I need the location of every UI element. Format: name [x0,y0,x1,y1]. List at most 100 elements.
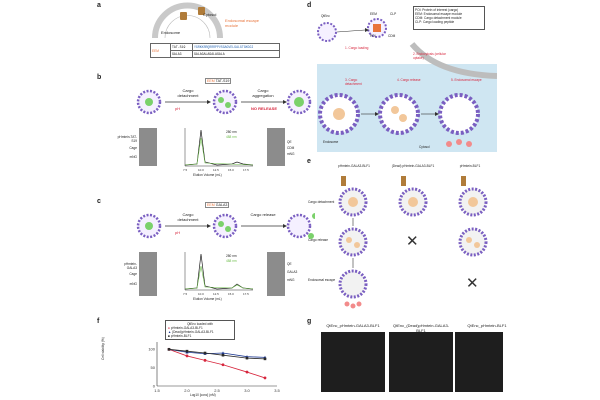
b-legend-1: 280 nm [226,130,237,134]
b-gel-left [139,128,157,166]
e-col-header-2: (Dead) pHmtein-GALA3-BLF1 [391,164,435,168]
d-legend-item: EEM: Endosomal escape module [415,12,463,16]
e-row-label-3: Endosomal escape [308,278,336,282]
endosome-diagram [152,2,223,39]
f-legend-item: ■ pHmtein-BLF1 [168,334,232,338]
c-legend-1: 280 nm [226,254,237,258]
svg-text:10.0: 10.0 [198,168,204,172]
svg-text:15.0: 15.0 [228,168,234,172]
c-gel-left [139,252,157,296]
b-gel-left-label-1: pHmtein-TAT-S19 [117,135,137,143]
e-fail-mark-2: ✕ [466,274,479,292]
f-data-point [263,357,267,361]
f-series-line [168,348,266,358]
e-col-header-3: pHmtein-BLF1 [459,164,481,168]
f-data-point [221,353,225,357]
f-xlabel: Log10 [conc] (nM) [190,393,216,397]
g-title-1: QtEnc_pHmtein-GALA3-BLF1 [326,323,380,328]
g-micrograph-2 [389,332,453,392]
d-step-1: 1. Cargo loading [345,46,369,50]
d-legend-box: POI: Protein of interest (cargo) EEM: En… [413,6,485,30]
f-x-tick-label: 3.0 [244,388,250,393]
c-gel-right-label-2: GALA3 [287,270,298,274]
f-data-point [221,363,225,367]
f-y-tick-label: 100 [148,347,155,352]
endosome-label: Endosome [161,30,181,35]
f-data-point [203,358,207,362]
f-legend-item: ▲ (Dead)pHmtein-GALA3-BLF1 [168,330,232,334]
panel-label-c: c [97,198,101,205]
c-cage-schematic [136,213,315,239]
d-qtenc-label: QtEnc [321,14,330,18]
c-gel-right [267,252,285,296]
e-row-label-1: Cargo detachment [308,200,335,204]
c-ph-label: pH [175,230,181,235]
f-data-point [221,351,225,355]
f-series-line [168,348,266,379]
d-cytosol-label: Cytosol [419,145,430,149]
c-xlabel: Elution Volume (mL) [193,297,222,301]
c-gel-left-label-1: pHmtein-GALA3 [124,262,137,270]
b-gel-right [267,128,285,166]
f-data-point [185,349,189,353]
b-xlabel: Elution Volume (mL) [193,173,222,177]
g-title-3: QtEnc_pHmtein-BLF1 [467,323,507,328]
svg-text:12.5: 12.5 [213,168,219,172]
d-eem-label: EEM [370,12,377,16]
b-legend-2: 488 nm [226,135,237,139]
b-gel-left-label-2: Cage [129,146,137,150]
b-gel-right-label-2: CDM [287,146,295,150]
d-step-4: 4. Cargo release [397,78,421,82]
b-gel-right-label-1: QE [287,140,292,144]
f-legend-label: (Dead)pHmtein-GALA3-BLF1 [172,330,214,334]
g-micrograph-3 [455,332,503,392]
e-col-header-1: pHmtein-GALA3-BLF1 [338,164,370,168]
b-no-release-label: NO RELEASE [251,106,278,111]
svg-text:7.5: 7.5 [183,168,188,172]
d-legend-item: CDM: Cargo detachment module [415,16,462,20]
figure: a Cytosol Endosome Endosomal escape modu… [95,0,507,400]
d-endosome-label: Endosome [323,140,339,144]
panel-label-b: b [97,74,102,81]
c-legend-2: 488 nm [226,259,237,263]
b-cage-schematic [136,89,312,115]
eem-sequence-table: EEM TAT-S19 YGRKKRRQRRRPPVSGAGVELGALGTGK… [150,43,280,58]
g-title-2: QtEnc_(Dead)pHmtein-GALA3-BLF1 [392,323,450,333]
c-eem-tag-rest: GALA3 [215,203,228,207]
f-data-point [203,351,207,355]
f-data-point [263,376,267,380]
f-data-point [167,348,171,351]
d-poi-label: POI [370,34,376,38]
d-step-3: 3. Cargo detachment [345,78,362,86]
f-data-point [245,370,249,374]
c-gel-left-label-2: Cage [129,272,137,276]
c-gel-right-label-1: QE [287,262,292,266]
f-legend-swatch: ● [168,326,170,330]
d-legend-item: POI: Protein of interest (cargo) [415,8,459,12]
f-x-tick-label: 3.5 [274,388,280,393]
f-data-point [245,356,249,360]
b-gel-left-label-3: mNG [129,155,137,159]
f-legend-label: pHmtein-BLF1 [170,334,192,338]
panel-label-a: a [97,2,101,9]
f-data-point [185,354,189,358]
f-y-tick-label: 50 [151,365,156,370]
b-ph-label: pH [175,106,181,111]
d-step-5: 5. Endosomal escape [451,78,482,82]
e-row-label-2: Cargo release [308,238,329,242]
d-step-2: 2. Endocytosis (cellular uptake) [413,52,446,60]
eem-tag-cell: EEM [150,43,171,58]
f-legend-item: ● pHmtein-GALA3-BLF1 [168,326,232,330]
eem-name-cell: GALA3 [170,50,193,58]
table-row: EEM TAT-S19 YGRKKRRQRRRPPVSGAGVELGALGTGK… [150,43,280,58]
b-gel-right-label-3: mNG [287,152,295,156]
f-legend-title: QtEnc loaded with [187,322,213,326]
svg-text:7.5: 7.5 [183,292,188,296]
cytosol-label: Cytosol [203,12,217,17]
panel-label-f: f [97,318,100,325]
f-legend: QtEnc loaded with ● pHmtein-GALA3-BLF1 ▲… [165,320,235,340]
b-eem-tag-rest: TAT-S19 [215,79,230,83]
